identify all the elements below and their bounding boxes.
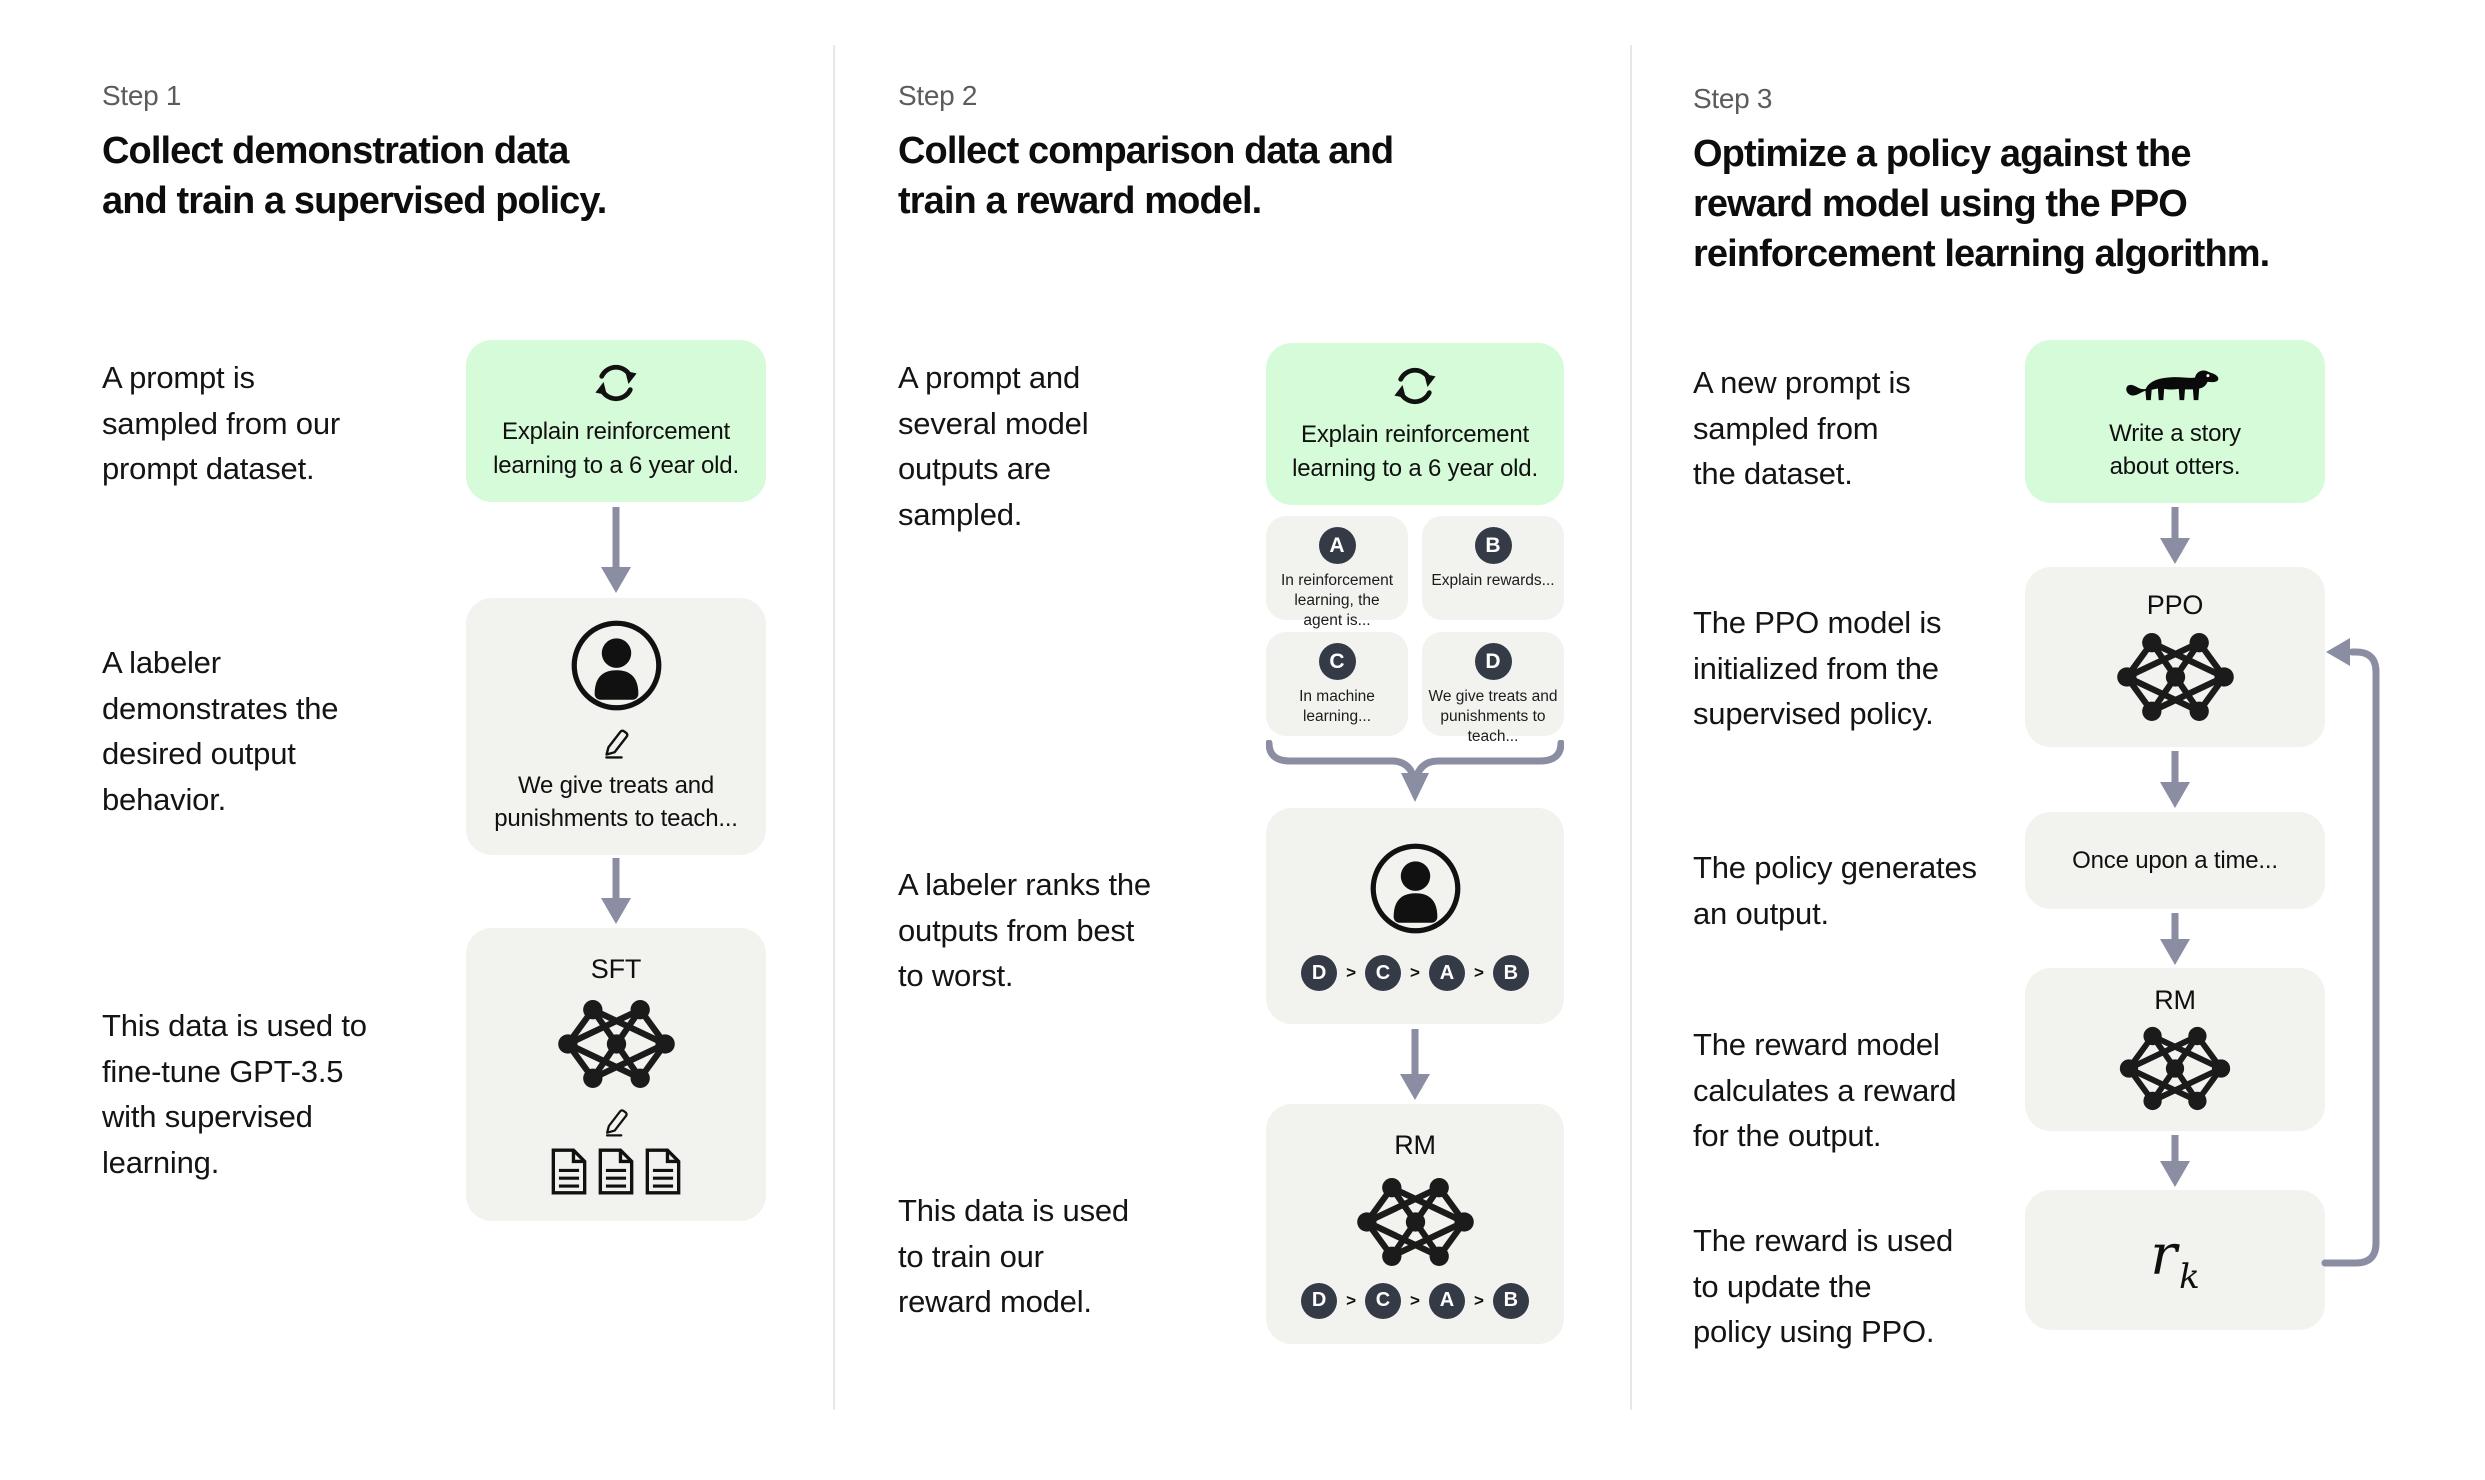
network-icon xyxy=(557,1000,675,1088)
down-arrow-icon xyxy=(2160,1135,2190,1187)
step3-annotation-3: The policy generates an output. xyxy=(1693,850,1977,931)
down-arrow-icon xyxy=(2160,751,2190,808)
prompt-text: Explain reinforcement learning to a 6 ye… xyxy=(493,418,739,479)
step3-annotation-1: A new prompt is sampled from the dataset… xyxy=(1693,365,1911,492)
output-box-b: B Explain rewards... xyxy=(1422,516,1564,620)
ranking-row: D > C > A > B xyxy=(1301,955,1529,991)
pencil-icon xyxy=(605,729,629,759)
otter-icon xyxy=(2126,370,2219,401)
rank-badge: C xyxy=(1365,1282,1402,1319)
output-box-c: C In machine learning... xyxy=(1266,632,1408,736)
step1-labeler-box: We give treats and punishments to teach.… xyxy=(466,598,766,855)
labeler-demo-text: We give treats and punishments to teach.… xyxy=(494,771,738,832)
generated-output-text: Once upon a time... xyxy=(2072,846,2278,874)
rank-badge: A xyxy=(1428,1282,1465,1319)
down-arrow-icon xyxy=(601,507,631,593)
step2-rm-box: RM D > C > A > B xyxy=(1266,1104,1564,1344)
step3-label: Step 3 xyxy=(1693,83,1773,114)
step2-annotation-3: This data is used to train our reward mo… xyxy=(898,1193,1129,1320)
rm-label: RM xyxy=(1394,1129,1436,1160)
rm-label: RM xyxy=(2154,985,2196,1015)
down-arrow-icon xyxy=(2160,913,2190,965)
rank-badge: D xyxy=(1301,1282,1338,1319)
step3-rm-box: RM xyxy=(2025,968,2325,1131)
down-arrow-icon xyxy=(1400,1029,1430,1100)
output-badge-d: D xyxy=(1474,643,1512,680)
document-icon xyxy=(551,1148,587,1195)
feedback-loop-icon xyxy=(2321,638,2380,1267)
step3-prompt-box: Write a story about otters. xyxy=(2025,340,2325,503)
step2-title: Collect comparison data and train a rewa… xyxy=(898,130,1394,223)
network-icon xyxy=(2116,632,2234,721)
network-icon xyxy=(1356,1177,1474,1266)
document-icon xyxy=(598,1148,634,1195)
merge-brace-icon xyxy=(1266,740,1564,802)
column-divider-1 xyxy=(833,45,835,1410)
rank-separator: > xyxy=(1473,963,1484,982)
step1-annotation-2: A labeler demonstrates the desired outpu… xyxy=(102,645,339,817)
column-divider-2 xyxy=(1630,45,1632,1410)
rank-separator: > xyxy=(1410,963,1420,982)
rank-badge: B xyxy=(1492,955,1529,991)
step3-annotation-5: The reward is used to update the policy … xyxy=(1693,1223,1954,1350)
document-icon xyxy=(645,1148,681,1195)
step1-prompt-box: Explain reinforcement learning to a 6 ye… xyxy=(466,340,766,502)
person-icon xyxy=(571,620,661,711)
down-arrow-icon xyxy=(2160,507,2190,564)
step2-annotation-1: A prompt and several model outputs are s… xyxy=(898,360,1089,532)
sft-label: SFT xyxy=(590,954,642,984)
ranking-row: D > C > A > B xyxy=(1301,1282,1529,1319)
step2-annotation-2: A labeler ranks the outputs from best to… xyxy=(898,867,1151,994)
step3-annotation-2: The PPO model is initialized from the su… xyxy=(1693,605,1942,732)
documents-icon xyxy=(549,1148,683,1195)
rank-badge: C xyxy=(1365,955,1402,991)
ppo-label: PPO xyxy=(2146,589,2204,620)
rank-separator: > xyxy=(1346,963,1357,982)
step2-ranking-box: D > C > A > B xyxy=(1266,808,1564,1024)
person-icon xyxy=(1370,843,1460,934)
output-badge-a: A xyxy=(1318,527,1356,564)
cycle-icon xyxy=(1394,368,1436,405)
output-badge-c: C xyxy=(1318,643,1356,680)
network-icon xyxy=(2119,1026,2231,1111)
reward-symbol: rk xyxy=(2150,1223,2200,1297)
step3-output-box: Once upon a time... xyxy=(2025,812,2325,909)
step3-annotation-4: The reward model calculates a reward for… xyxy=(1693,1027,1957,1154)
output-box-a: A In reinforcement learning, the agent i… xyxy=(1266,516,1408,629)
step1-title: Collect demonstration data and train a s… xyxy=(102,130,607,223)
rank-badge: B xyxy=(1492,1282,1529,1319)
output-badge-b: B xyxy=(1474,527,1512,564)
step1-annotation-1: A prompt is sampled from our prompt data… xyxy=(102,360,341,487)
step2-label: Step 2 xyxy=(898,80,978,111)
rank-separator: > xyxy=(1473,1290,1484,1310)
pencil-icon xyxy=(605,1109,628,1137)
step3-ppo-box: PPO xyxy=(2025,567,2325,747)
step1-label: Step 1 xyxy=(102,80,182,111)
step3-reward-box: rk xyxy=(2025,1190,2325,1330)
down-arrow-icon xyxy=(601,858,631,924)
rank-badge: D xyxy=(1301,955,1338,991)
rank-separator: > xyxy=(1410,1290,1420,1310)
output-box-d: D We give treats and punishments to teac… xyxy=(1422,632,1564,745)
step3-title: Optimize a policy against the reward mod… xyxy=(1693,133,2270,276)
rank-badge: A xyxy=(1428,955,1465,991)
step1-annotation-3: This data is used to fine-tune GPT-3.5 w… xyxy=(102,1008,367,1180)
cycle-icon xyxy=(595,365,637,402)
rank-separator: > xyxy=(1346,1290,1357,1310)
step1-sft-box: SFT xyxy=(466,928,766,1221)
step2-prompt-box: Explain reinforcement learning to a 6 ye… xyxy=(1266,343,1564,505)
prompt-text: Write a story about otters. xyxy=(2109,419,2241,480)
prompt-text: Explain reinforcement learning to a 6 ye… xyxy=(1292,421,1538,482)
